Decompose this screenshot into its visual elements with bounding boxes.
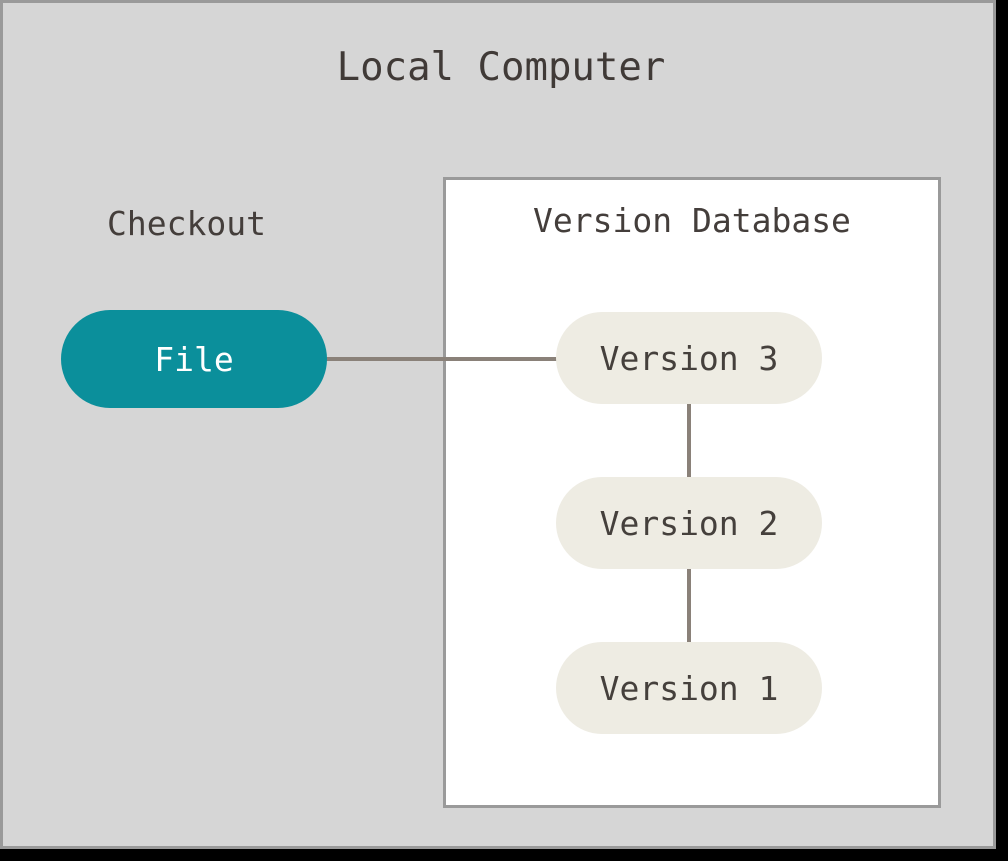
node-version-3[interactable]: Version 3 <box>556 312 822 404</box>
connector-file-to-version-3 <box>325 357 560 361</box>
connector-version-3-to-version-2 <box>687 402 691 479</box>
page-title: Local Computer <box>336 45 666 90</box>
version-database-title: Version Database <box>533 201 851 240</box>
node-file[interactable]: File <box>61 310 327 408</box>
node-version-1[interactable]: Version 1 <box>556 642 822 734</box>
node-version-2[interactable]: Version 2 <box>556 477 822 569</box>
checkout-section-label: Checkout <box>107 204 266 243</box>
connector-version-2-to-version-1 <box>687 567 691 644</box>
